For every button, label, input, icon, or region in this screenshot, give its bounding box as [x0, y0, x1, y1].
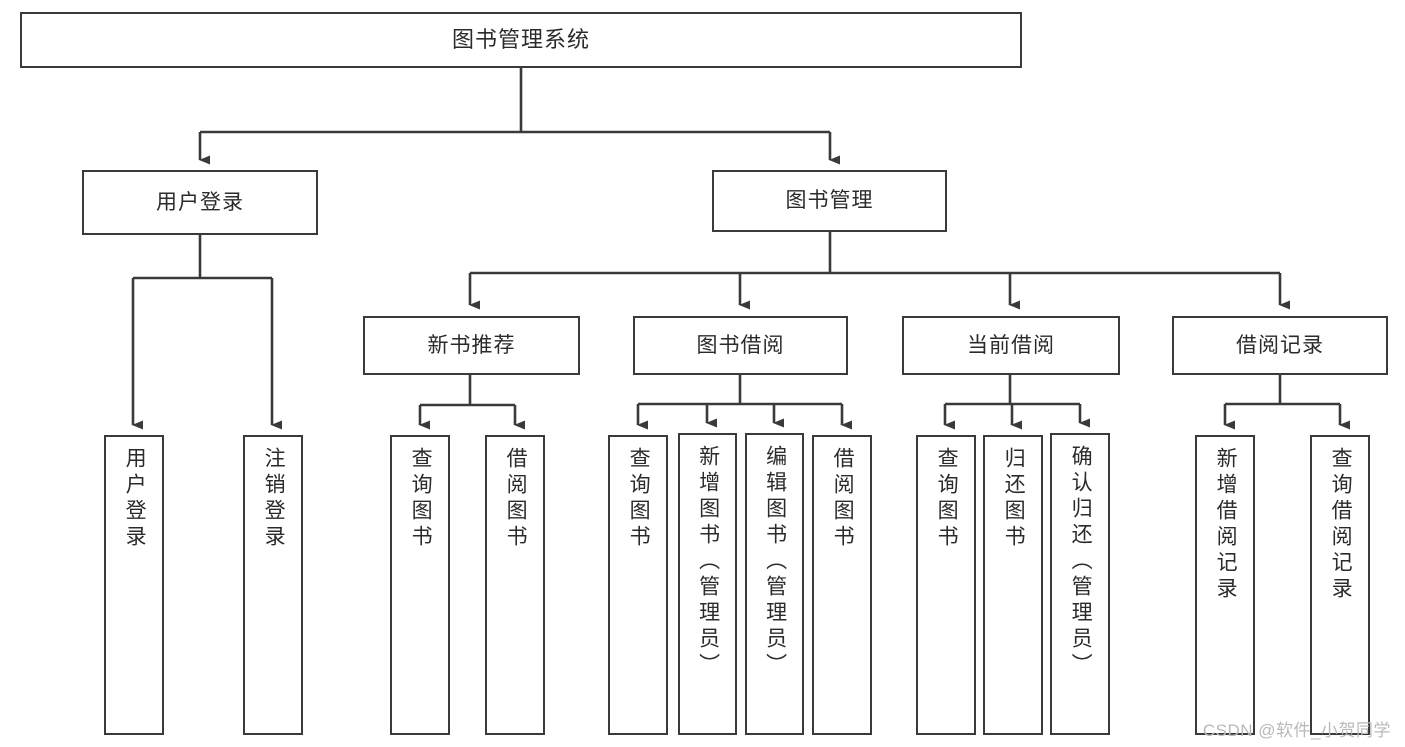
node-label: 当前借阅 — [967, 333, 1055, 357]
node-user-login[interactable]: 用户登录 — [82, 170, 319, 236]
leaf-add-book-admin[interactable]: 新增图书（管理员） — [678, 433, 738, 736]
leaf-add-borrow-record[interactable]: 新增借阅记录 — [1195, 435, 1256, 736]
node-label: 查询借阅记录 — [1329, 447, 1353, 603]
node-label: 用户登录 — [156, 190, 244, 214]
node-label: 归还图书 — [1002, 447, 1026, 551]
node-label: 新增借阅记录 — [1214, 447, 1238, 603]
leaf-confirm-return-admin[interactable]: 确认归还（管理员） — [1050, 433, 1111, 736]
node-label: 注销登录 — [262, 447, 286, 551]
node-label: 用户登录 — [123, 447, 147, 551]
node-label: 借阅图书 — [831, 447, 855, 551]
node-label: 图书管理系统 — [451, 26, 590, 52]
leaf-borrow-book[interactable]: 借阅图书 — [812, 435, 873, 736]
node-label: 查询图书 — [935, 447, 959, 551]
node-root-system[interactable]: 图书管理系统 — [20, 12, 1023, 69]
leaf-edit-book-admin[interactable]: 编辑图书（管理员） — [745, 433, 805, 736]
leaf-return-book[interactable]: 归还图书 — [983, 435, 1044, 736]
leaf-user-logout[interactable]: 注销登录 — [243, 435, 304, 736]
node-book-borrow[interactable]: 图书借阅 — [633, 316, 849, 376]
node-borrow-record[interactable]: 借阅记录 — [1172, 316, 1389, 376]
leaf-query-borrow-record[interactable]: 查询借阅记录 — [1310, 435, 1371, 736]
leaf-query-book-recommend[interactable]: 查询图书 — [390, 435, 451, 736]
node-label: 编辑图书（管理员） — [763, 445, 787, 679]
node-label: 借阅图书 — [504, 447, 528, 551]
node-new-book-recommend[interactable]: 新书推荐 — [363, 316, 581, 376]
node-label: 新书推荐 — [427, 333, 516, 357]
node-label: 借阅记录 — [1236, 333, 1324, 357]
node-label: 图书借阅 — [696, 333, 785, 357]
leaf-query-book-borrow[interactable]: 查询图书 — [608, 435, 669, 736]
leaf-query-book-current[interactable]: 查询图书 — [916, 435, 977, 736]
node-label: 查询图书 — [627, 447, 651, 551]
node-label: 图书管理 — [785, 189, 874, 213]
leaf-borrow-book-recommend[interactable]: 借阅图书 — [485, 435, 546, 736]
node-label: 查询图书 — [409, 447, 433, 551]
node-label: 确认归还（管理员） — [1069, 445, 1093, 679]
leaf-user-login[interactable]: 用户登录 — [104, 435, 165, 736]
csdn-watermark: CSDN @软件_小贺同学 — [1202, 721, 1391, 740]
node-current-borrow[interactable]: 当前借阅 — [902, 316, 1121, 376]
node-book-management[interactable]: 图书管理 — [712, 170, 948, 233]
node-label: 新增图书（管理员） — [696, 445, 720, 679]
